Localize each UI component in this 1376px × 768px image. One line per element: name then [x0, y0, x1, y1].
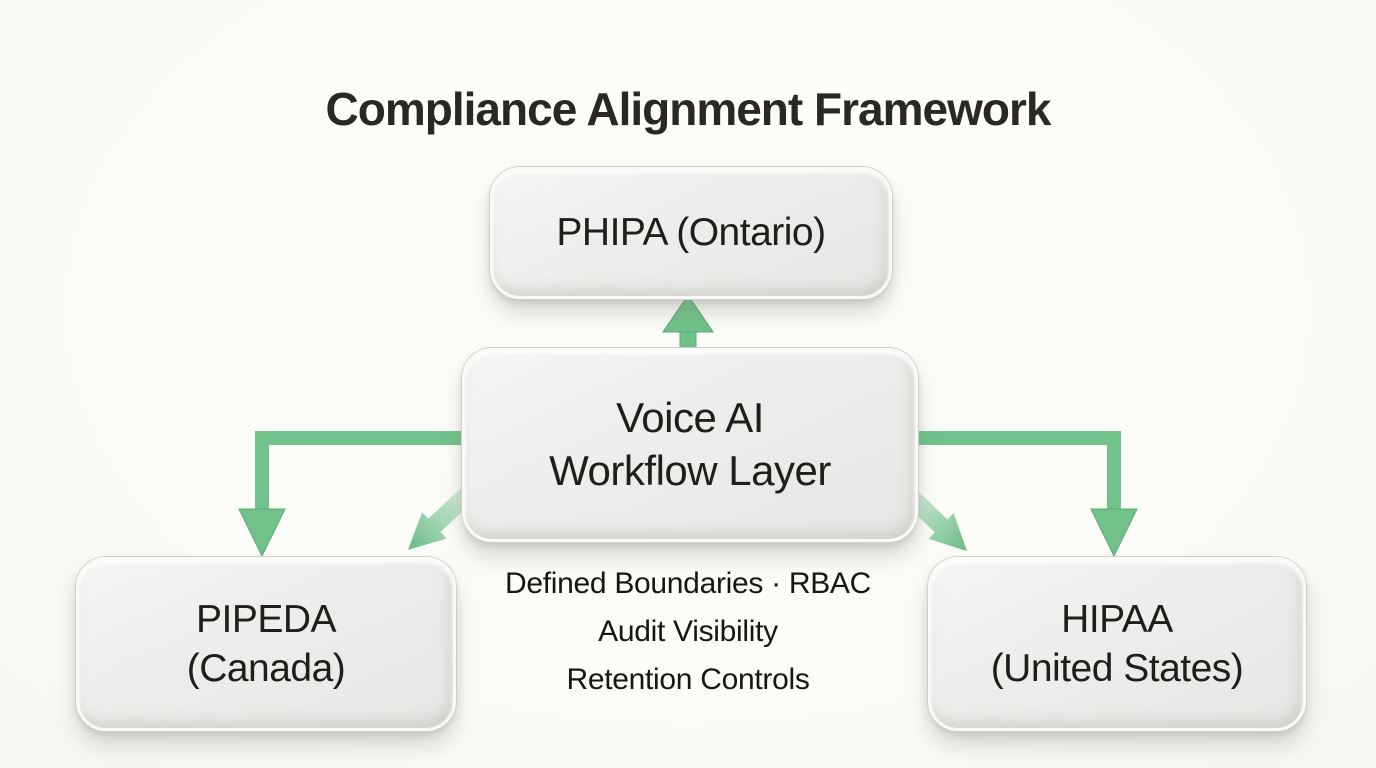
controls-caption-line1: Defined Boundaries · RBAC — [504, 567, 872, 600]
node-pipeda: PIPEDA (Canada) — [76, 557, 456, 731]
diagram-title: Compliance Alignment Framework — [325, 83, 1052, 135]
node-pipeda-label-line1: PIPEDA — [195, 597, 337, 641]
arrow-elbow-to-pipeda-icon — [238, 431, 464, 558]
node-pipeda-label-line2: (Canada) — [186, 647, 346, 690]
arrow-up-to-phipa-icon — [662, 294, 714, 351]
controls-caption-line3: Retention Controls — [566, 663, 810, 696]
controls-caption: Defined Boundaries · RBAC Audit Visibili… — [458, 560, 918, 704]
node-phipa: PHIPA (Ontario) — [490, 167, 892, 299]
controls-caption-line2: Audit Visibility — [598, 615, 778, 648]
node-hipaa-label-line2: (United States) — [990, 647, 1244, 690]
arrow-elbow-to-hipaa-icon — [912, 431, 1138, 558]
node-voice-ai-label-line1: Voice AI — [616, 394, 764, 442]
node-phipa-label: PHIPA (Ontario) — [556, 211, 826, 255]
node-hipaa: HIPAA (United States) — [928, 557, 1306, 731]
node-voice-ai-label-line2: Workflow Layer — [549, 447, 831, 494]
node-hipaa-label-line1: HIPAA — [1061, 597, 1173, 641]
node-voice-ai-workflow: Voice AI Workflow Layer — [462, 348, 918, 542]
